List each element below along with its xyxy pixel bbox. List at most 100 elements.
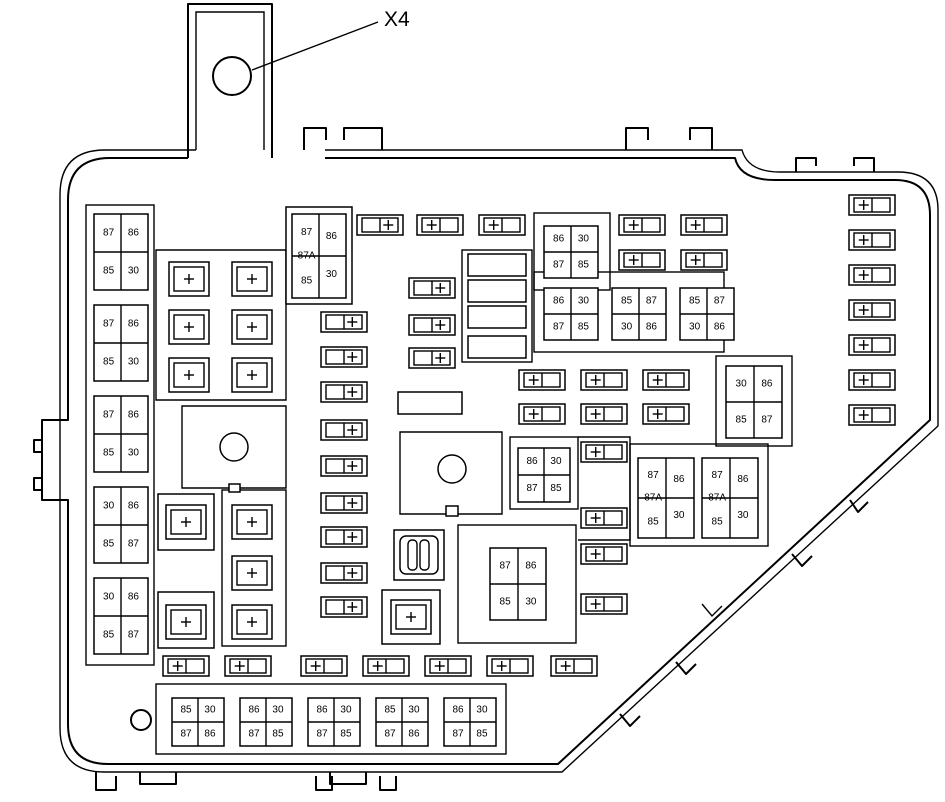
- mini-fuse: [580, 543, 628, 565]
- mini-fuse: [320, 381, 368, 403]
- relay-terminal-label: 86: [128, 410, 140, 421]
- jcase-fuses-layer: [165, 261, 432, 640]
- relay-terminal-label: 87: [384, 729, 396, 740]
- diode: [399, 535, 439, 575]
- mini-fuse: [320, 596, 368, 618]
- relay-terminal-label: 30: [737, 510, 749, 521]
- relay-terminal-label: 86: [408, 729, 420, 740]
- mini-fuse: [580, 593, 628, 615]
- jcase-fuse: [231, 604, 273, 640]
- relay-terminal-label: 86: [128, 501, 140, 512]
- relay-terminal-label: 87: [500, 561, 512, 572]
- mini-fuse: [642, 369, 690, 391]
- relay-terminal-label: 30: [578, 296, 590, 307]
- jcase-fuse: [231, 555, 273, 591]
- relay-terminal-label: 30: [340, 705, 352, 716]
- relay-terminal-label: 85: [272, 729, 284, 740]
- mini-fuse: [580, 441, 628, 463]
- mini-fuse: [642, 403, 690, 425]
- relay-terminal-label: 87: [712, 470, 724, 481]
- relay-terminal-label: 86: [646, 322, 658, 333]
- relay-terminal-label: 87: [761, 415, 773, 426]
- relay-terminal-label: 30: [476, 705, 488, 716]
- mini-fuse: [424, 655, 472, 677]
- maxi-fuse-5: [397, 391, 463, 415]
- relay-terminal-label: 30: [550, 456, 562, 467]
- relay-terminal-label: 30: [689, 322, 701, 333]
- relay-terminal-label: 85: [621, 296, 633, 307]
- mini-fuse: [848, 369, 896, 391]
- mini-fuse: [680, 214, 728, 236]
- relay-terminal-label: 85: [180, 705, 192, 716]
- mini-fuse: [618, 214, 666, 236]
- relay-terminal-label: 85: [550, 483, 562, 494]
- relay-terminal-label: 87A: [708, 493, 726, 504]
- mini-fuse: [848, 334, 896, 356]
- relay-terminal-label: 85: [500, 597, 512, 608]
- relay-r3: 87 86 85 30: [93, 395, 149, 473]
- relay-terminal-label: 30: [525, 597, 537, 608]
- relay-terminal-label: 85: [103, 539, 115, 550]
- mini-fuse: [320, 492, 368, 514]
- relay-terminal-label: 85: [712, 517, 724, 528]
- jcase-fuse: [231, 357, 273, 393]
- mini-fuse: [618, 249, 666, 271]
- relay-terminal-label: 86: [525, 561, 537, 572]
- relay-terminal-label: 86: [737, 474, 749, 485]
- mini-fuse: [580, 403, 628, 425]
- relay-terminal-label: 87: [103, 228, 115, 239]
- relay-terminal-label: 86: [452, 705, 464, 716]
- jcase-fuse: [165, 604, 207, 640]
- mini-fuse: [680, 249, 728, 271]
- relay-terminal-label: 86: [128, 592, 140, 603]
- relay-r15: 87 86 85 30: [489, 547, 547, 621]
- maxi-fuse-1: [467, 253, 527, 277]
- relay-terminal-label: 85: [103, 448, 115, 459]
- relay-terminal-label: 85: [103, 630, 115, 641]
- jcase-fuse: [231, 504, 273, 540]
- relay-terminal-label: 85: [103, 357, 115, 368]
- jcase-fuse: [165, 504, 207, 540]
- relay-terminal-label: 87A: [298, 251, 316, 262]
- jcase-fuse: [168, 261, 210, 297]
- relay-terminal-label: 85: [578, 260, 590, 271]
- maxi-fuse-3: [467, 305, 527, 329]
- mini-fuse: [848, 299, 896, 321]
- relay-r14: 87 86 87A 30 85: [701, 457, 759, 539]
- relay-terminal-label: 86: [553, 234, 565, 245]
- mini-fuse: [550, 655, 598, 677]
- relay-terminal-label: 87: [646, 296, 658, 307]
- relay-terminal-label: 86: [128, 228, 140, 239]
- relay-terminal-label: 87: [316, 729, 328, 740]
- relay-terminal-label: 87: [553, 322, 565, 333]
- relay-terminal-label: 87: [714, 296, 726, 307]
- mini-fuse: [848, 264, 896, 286]
- mini-fuse: [486, 655, 534, 677]
- relay-terminal-label: 30: [128, 448, 140, 459]
- relay-terminal-label: 86: [326, 231, 338, 242]
- mini-fuse: [848, 229, 896, 251]
- relay-terminal-label: 87: [648, 470, 660, 481]
- relay-terminal-label: 85: [648, 517, 660, 528]
- relay-terminal-label: 30: [128, 357, 140, 368]
- relay-terminal-label: 87: [103, 410, 115, 421]
- mini-fuse: [320, 562, 368, 584]
- mini-fuse: [320, 526, 368, 548]
- relay-terminal-label: 30: [673, 510, 685, 521]
- relay-terminal-label: 85: [103, 266, 115, 277]
- relay-terminal-label: 86: [553, 296, 565, 307]
- jcase-fuse: [168, 357, 210, 393]
- relay-terminal-label: 87A: [644, 493, 662, 504]
- relay-terminal-label: 85: [384, 705, 396, 716]
- jcase-fuse: [390, 599, 432, 635]
